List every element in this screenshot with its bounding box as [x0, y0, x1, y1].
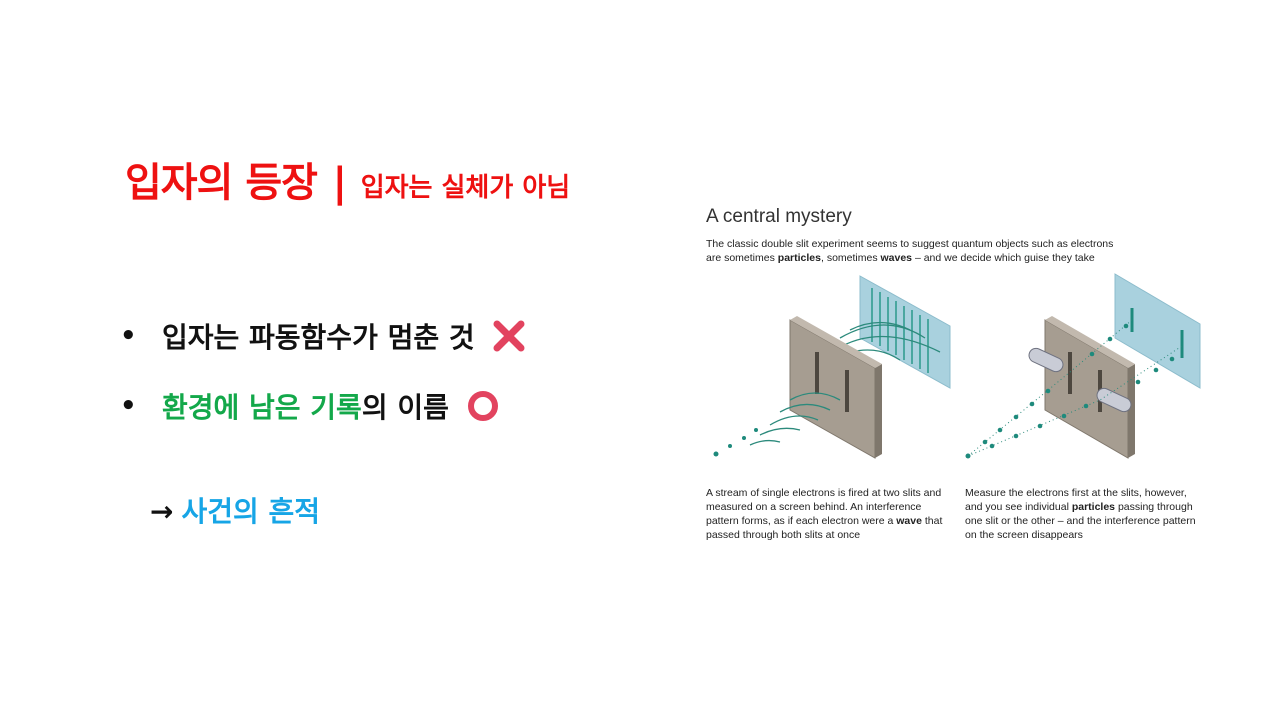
title-separator: |	[332, 160, 348, 206]
experiment-illustration	[713, 273, 1201, 459]
figure-description: The classic double slit experiment seems…	[706, 238, 1114, 264]
double-slit-figure: A central mystery The classic double sli…	[700, 200, 1220, 560]
detection-screen	[1114, 273, 1201, 389]
bullet-text-2-highlight: 환경에 남은 기록	[162, 391, 362, 424]
bullet-list: • 입자는 파동함수가 멈춘 것 • 환경에 남은 기록의 이름	[120, 312, 527, 452]
figure-title: A central mystery	[706, 206, 852, 227]
conclusion-line: →사건의 흔적	[150, 490, 320, 530]
bullet-dot: •	[120, 321, 137, 351]
bullet-text-2-rest: 의 이름	[361, 391, 449, 424]
bullet-text-1: 입자는 파동함수가 멈춘 것	[162, 321, 475, 354]
heavy-circle-icon	[467, 391, 498, 421]
wave-experiment-illustration	[713, 275, 951, 459]
right-caption: Measure the electrons first at the slits…	[965, 487, 1196, 541]
slit-detector-icon	[1028, 347, 1132, 413]
conclusion-text: 사건의 흔적	[181, 495, 321, 528]
bullet-item-1: • 입자는 파동함수가 멈춘 것	[120, 312, 527, 360]
cross-mark-icon	[493, 320, 525, 352]
particle-experiment-illustration	[965, 273, 1201, 459]
bullet-dot: •	[120, 391, 137, 421]
title-subtitle: 입자는 실체가 아님	[360, 173, 571, 203]
slide-title: 입자의 등장 | 입자는 실체가 아님	[125, 150, 570, 208]
title-main: 입자의 등장	[125, 160, 318, 206]
arrow-icon: →	[150, 495, 174, 528]
bullet-item-2: • 환경에 남은 기록의 이름	[120, 382, 527, 430]
bullet-text-2: 환경에 남은 기록의 이름	[162, 386, 449, 426]
left-caption: A stream of single electrons is fired at…	[706, 487, 943, 541]
